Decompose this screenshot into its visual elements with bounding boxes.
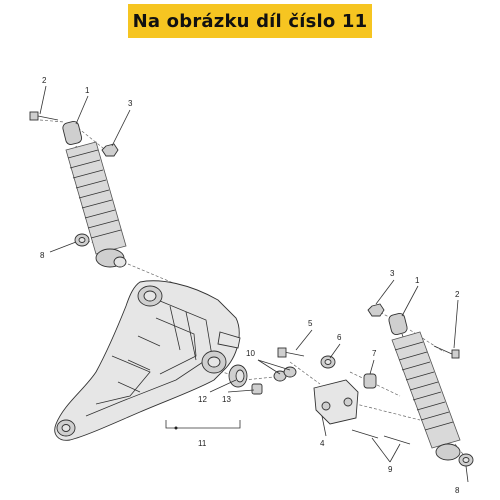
callout-1-right: 1	[415, 276, 420, 285]
callout-5: 5	[308, 319, 313, 328]
bushing-6	[320, 355, 336, 369]
title-banner: Na obrázku díl číslo 11	[128, 4, 372, 38]
nut-3-right	[367, 303, 385, 317]
callout-3-right: 3	[390, 269, 395, 278]
callout-11: 11	[198, 439, 207, 448]
callout-8: 8	[40, 251, 45, 260]
shock-absorber-left	[62, 120, 127, 268]
swingarm-bracket	[54, 280, 241, 441]
callouts: 1 2 3 8 10 12 13 11 5 6 7 4 9 3 1 2 8	[40, 76, 460, 495]
callout-dot	[174, 426, 178, 430]
callout-1: 1	[85, 86, 90, 95]
bolt-5	[277, 347, 305, 358]
callout-3: 3	[128, 99, 133, 108]
shock-absorber-right	[388, 312, 461, 461]
callout-9: 9	[388, 465, 393, 474]
callout-13: 13	[222, 395, 231, 404]
banner-text: Na obrázku díl číslo 11	[132, 10, 368, 32]
callout-7: 7	[372, 349, 377, 358]
callout-2-right: 2	[455, 290, 460, 299]
callout-8-right: 8	[455, 486, 460, 495]
washer-8-right	[458, 453, 474, 467]
nut-3-left	[101, 143, 119, 157]
callout-leader-lines	[39, 85, 469, 483]
bushing-12	[228, 364, 248, 388]
spacer-13	[251, 383, 263, 395]
bolt-2-left	[29, 111, 59, 121]
callout-6: 6	[337, 333, 342, 342]
spacer-7	[363, 373, 377, 389]
washers-10	[273, 366, 297, 382]
bracket-4	[313, 379, 359, 425]
callout-2: 2	[42, 76, 47, 85]
washer-8-left	[74, 233, 90, 247]
callout-12: 12	[198, 395, 207, 404]
bolt-2-right	[433, 345, 460, 359]
callout-4: 4	[320, 439, 325, 448]
bolts-9	[351, 429, 411, 445]
callout-10: 10	[246, 349, 255, 358]
